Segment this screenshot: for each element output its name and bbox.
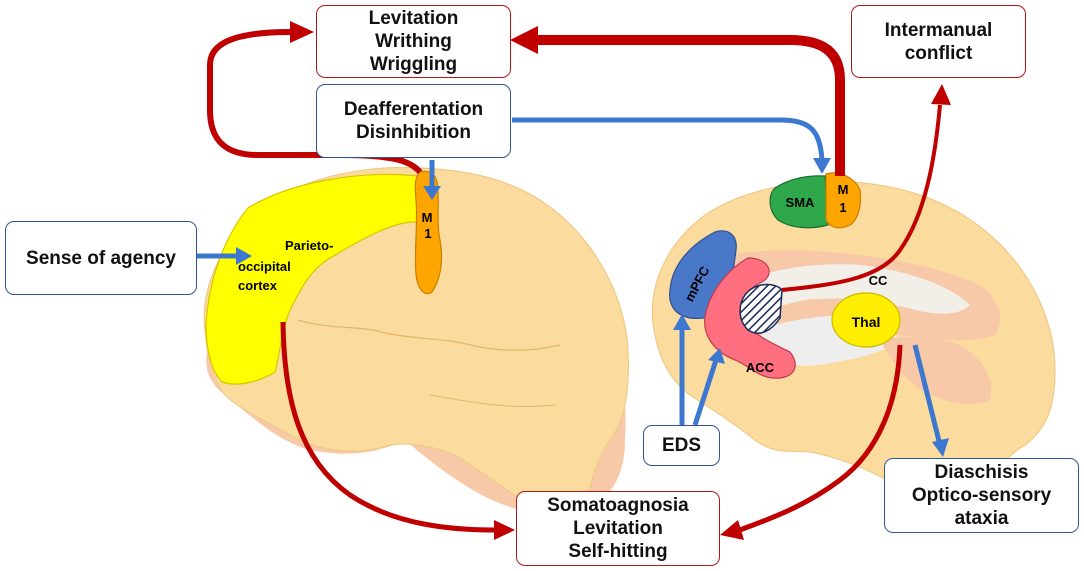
intermanual-line-2: conflict bbox=[904, 42, 973, 64]
acc-label: ACC bbox=[746, 360, 775, 375]
levitation-line-2: Writhing bbox=[375, 31, 452, 52]
thal-to-diaschisis-arrow bbox=[912, 344, 943, 446]
diaschisis-line-1: Diaschisis bbox=[934, 462, 1029, 483]
left-brain-sulcus-2 bbox=[429, 394, 556, 408]
thal-to-somatoagnosia-arrow bbox=[739, 344, 903, 533]
eds-text: EDS bbox=[661, 435, 702, 456]
parieto-to-somatoagnosia-arrow bbox=[280, 321, 496, 533]
diaschisis-line-2: Optico-sensory bbox=[911, 485, 1052, 506]
sma-region bbox=[769, 175, 829, 229]
intermanual-conflict-box: Intermanual conflict bbox=[851, 5, 1026, 78]
deafferentation-line-1: Deafferentation bbox=[343, 99, 484, 120]
m1-to-levitation-head bbox=[290, 21, 314, 43]
somatoagnosia-line-2: Levitation bbox=[573, 518, 663, 539]
hatched-to-intermanual-arrow bbox=[781, 104, 942, 292]
cc-label: CC bbox=[869, 273, 888, 288]
sma-label: SMA bbox=[786, 195, 816, 210]
acc-region bbox=[704, 257, 796, 379]
thal-to-diaschisis-head bbox=[932, 438, 949, 457]
m1-left-label-1: 1 bbox=[424, 226, 431, 241]
diaschisis-line-3: ataxia bbox=[954, 508, 1009, 529]
deafferentation-line-2: Disinhibition bbox=[355, 122, 472, 143]
sense-of-agency-box: Sense of agency bbox=[5, 221, 197, 295]
parieto-label-3: cortex bbox=[238, 278, 278, 293]
thalamus-region bbox=[831, 292, 901, 348]
somatoagnosia-box: Somatoagnosia Levitation Self-hitting bbox=[516, 491, 720, 566]
thal-to-somatoagnosia-head bbox=[720, 520, 744, 540]
deaff-to-sma-arrow bbox=[512, 117, 825, 161]
levitation-line-1: Levitation bbox=[368, 8, 459, 29]
sense-of-agency-text: Sense of agency bbox=[26, 247, 176, 269]
blue-arrows bbox=[197, 117, 949, 457]
m1r-to-levitation-arrow bbox=[535, 35, 845, 176]
right-brain-medial bbox=[651, 172, 1056, 506]
levitation-writhing-box: Levitation Writhing Wriggling bbox=[316, 5, 511, 78]
levitation-line-3: Wriggling bbox=[369, 54, 458, 75]
eds-to-acc-arrow bbox=[692, 359, 719, 426]
somatoagnosia-line-3: Self-hitting bbox=[568, 541, 668, 562]
parieto-to-somatoagnosia-head bbox=[494, 520, 515, 540]
eds-to-acc-head bbox=[708, 348, 725, 364]
eds-to-mpfc-head bbox=[673, 314, 691, 330]
diaschisis-box: Diaschisis Optico-sensory ataxia bbox=[884, 458, 1079, 533]
deafferentation-box: Deafferentation Disinhibition bbox=[316, 84, 511, 158]
m1-right-region bbox=[825, 172, 862, 229]
agency-to-parieto-head bbox=[236, 247, 252, 265]
m1r-to-levitation-head bbox=[510, 26, 538, 54]
deaff-to-m1-head bbox=[423, 186, 441, 200]
m1-left-region bbox=[414, 170, 443, 295]
parieto-label-1: Parieto- bbox=[285, 238, 333, 253]
m1-right-label-1: 1 bbox=[839, 200, 846, 215]
m1-left-label-m: M bbox=[422, 210, 433, 225]
left-brain-lateral bbox=[203, 166, 629, 515]
thal-label: Thal bbox=[852, 314, 881, 330]
somatoagnosia-line-1: Somatoagnosia bbox=[547, 495, 689, 516]
brainstem-area bbox=[880, 336, 992, 405]
intermanual-line-1: Intermanual bbox=[884, 19, 993, 41]
parieto-label-2: occipital bbox=[238, 259, 291, 274]
red-arrows bbox=[207, 21, 951, 540]
eds-box: EDS bbox=[643, 425, 720, 466]
deaff-to-sma-head bbox=[813, 158, 831, 174]
hatched-area bbox=[739, 283, 783, 334]
parieto-occipital-region bbox=[205, 173, 419, 385]
left-brain-sulcus bbox=[297, 319, 561, 351]
m1-right-label-m: M bbox=[838, 182, 849, 197]
hatched-to-intermanual-head bbox=[931, 84, 951, 105]
m1-to-levitation-arrow bbox=[207, 29, 423, 175]
corpus-callosum bbox=[730, 264, 970, 322]
